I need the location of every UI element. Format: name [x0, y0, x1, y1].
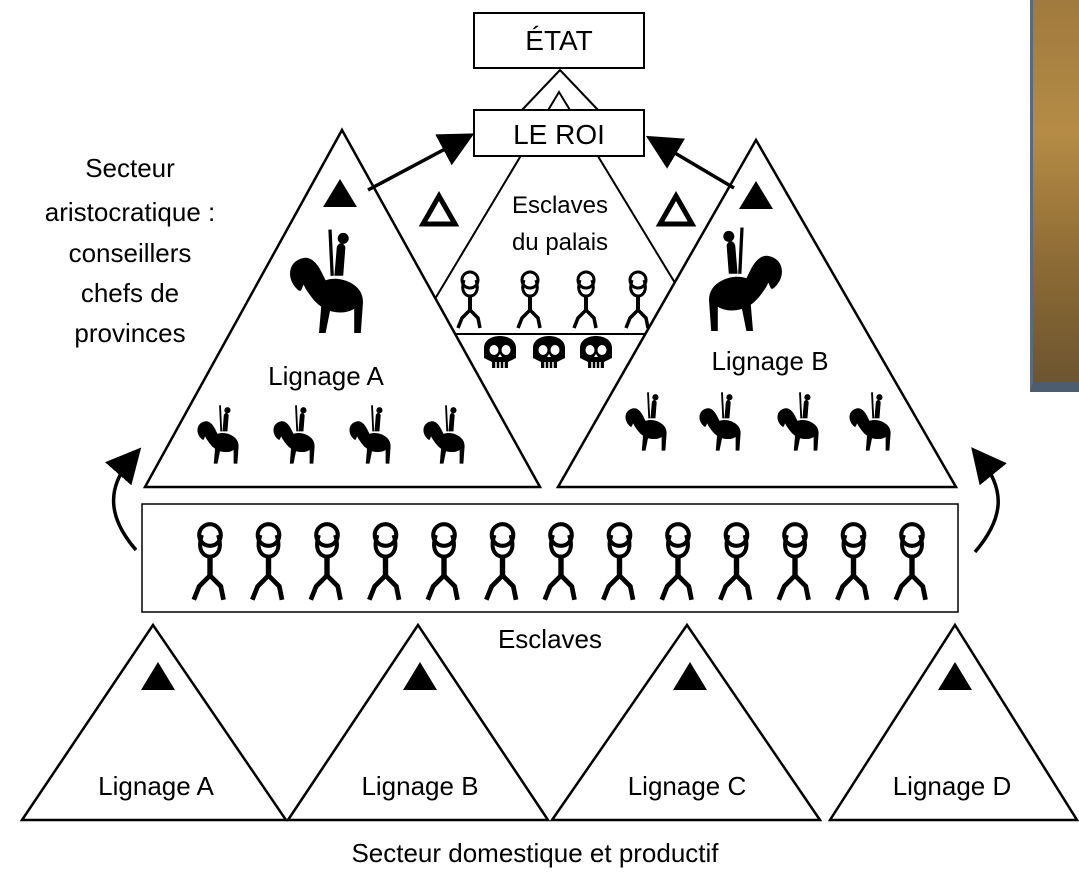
domestic-lineage-b-label: Lignage B	[361, 771, 478, 801]
aristocratic-lineage-b-triangle: Lignage B	[555, 137, 959, 489]
skull-icon	[532, 335, 566, 369]
domestic-lineage-a-label: Lignage A	[98, 771, 214, 801]
domestic-lineage-c-triangle: Lignage C	[549, 622, 823, 822]
state-box: ÉTAT	[473, 12, 645, 111]
aristocratic-lineage-b-label: Lignage B	[711, 346, 828, 376]
svg-text:aristocratique :: aristocratique :	[45, 197, 216, 227]
arrow-slaves-to-lineage-b	[971, 447, 1007, 554]
state-label: ÉTAT	[525, 25, 592, 56]
photo-fragment	[1030, 0, 1079, 392]
arrow-slaves-to-lineage-a	[105, 447, 142, 552]
svg-text:provinces: provinces	[74, 318, 185, 348]
arrow-lineage-b-to-king	[645, 135, 735, 190]
domestic-lineage-d-label: Lignage D	[893, 771, 1012, 801]
palace-slaves-label-line1: Esclaves	[512, 192, 608, 219]
domestic-lineage-b-triangle: Lignage B	[285, 622, 551, 822]
arrow-lineage-a-to-king	[367, 133, 475, 192]
king-label: LE ROI	[513, 119, 605, 150]
aristocratic-lineage-a-label: Lignage A	[268, 361, 384, 391]
domestic-sector-label: Secteur domestique et productif	[351, 838, 719, 868]
domestic-lineages: Lignage A Lignage B Lignage C Lignage D	[19, 622, 1079, 822]
aristocratic-lineage-a-triangle: Lignage A	[142, 127, 543, 489]
domestic-lineage-a-triangle: Lignage A	[19, 622, 289, 822]
aristocratic-sector-label: Secteur aristocratique : conseillers che…	[45, 153, 216, 348]
svg-text:Secteur: Secteur	[85, 153, 175, 183]
skull-icon	[579, 335, 613, 369]
slaves-label: Esclaves	[498, 624, 602, 654]
king-box: LE ROI	[473, 109, 645, 157]
svg-text:conseillers: conseillers	[69, 238, 192, 268]
palace-slaves-triangle: Esclaves du palais	[412, 90, 708, 369]
domestic-lineage-c-label: Lignage C	[628, 771, 747, 801]
arrows	[105, 133, 1007, 554]
svg-text:chefs de: chefs de	[81, 278, 179, 308]
skull-icon	[483, 335, 517, 369]
slaves-band	[141, 503, 959, 613]
domestic-lineage-d-triangle: Lignage D	[827, 622, 1079, 822]
palace-slaves-label-line2: du palais	[512, 229, 608, 256]
open-triangle-icon	[423, 196, 455, 224]
open-triangle-icon	[660, 196, 692, 224]
